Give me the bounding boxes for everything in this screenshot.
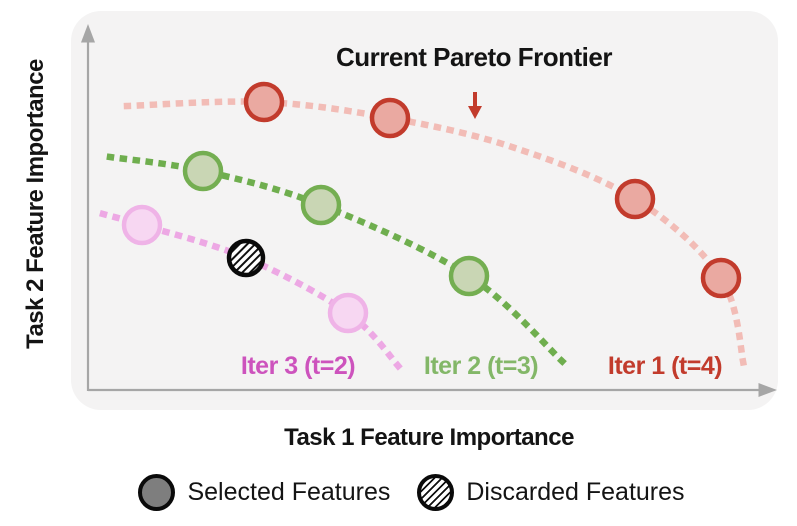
plot-title: Current Pareto Frontier [336,42,613,72]
annotation-arrow-icon [468,92,482,119]
x-axis-arrowhead-icon [758,383,777,397]
y-axis-label: Task 2 Feature Importance [22,59,49,349]
frontier-curve-3 [99,210,405,373]
legend-label-discarded: Discarded Features [466,477,685,506]
series-label-3: Iter 3 (t=2) [241,352,355,380]
feature-point-selected [327,292,369,334]
series-label-2: Iter 2 (t=3) [424,352,538,380]
feature-point-selected [448,255,490,297]
axes [81,24,777,397]
legend-item-discarded: Discarded Features [417,473,685,511]
feature-point-selected [300,184,342,226]
feature-point-selected [121,204,163,246]
series-labels: Iter 1 (t=4) Iter 2 (t=3) Iter 3 (t=2) [241,352,723,380]
feature-points [121,81,742,334]
feature-point-selected [614,178,656,220]
feature-point-selected [700,257,742,299]
legend-label-selected: Selected Features [187,477,391,506]
x-axis-label: Task 1 Feature Importance [284,424,574,451]
feature-point-selected [369,97,411,139]
legend-item-selected: Selected Features [138,473,391,511]
frontier-curves [99,98,748,373]
y-axis-arrowhead-icon [81,24,95,43]
series-label-1: Iter 1 (t=4) [608,352,722,380]
frontier-curve-2 [106,153,568,367]
discarded-feature-marker-icon [417,473,455,511]
frontier-curve-1 [123,98,748,370]
legend: Selected Features Discarded Features [13,473,797,511]
plot-area [71,11,778,410]
feature-point-discarded [226,238,266,278]
feature-point-selected [243,81,285,123]
selected-feature-marker-icon [138,473,176,511]
annotation-arrowhead [468,106,482,119]
feature-point-selected [182,150,224,192]
